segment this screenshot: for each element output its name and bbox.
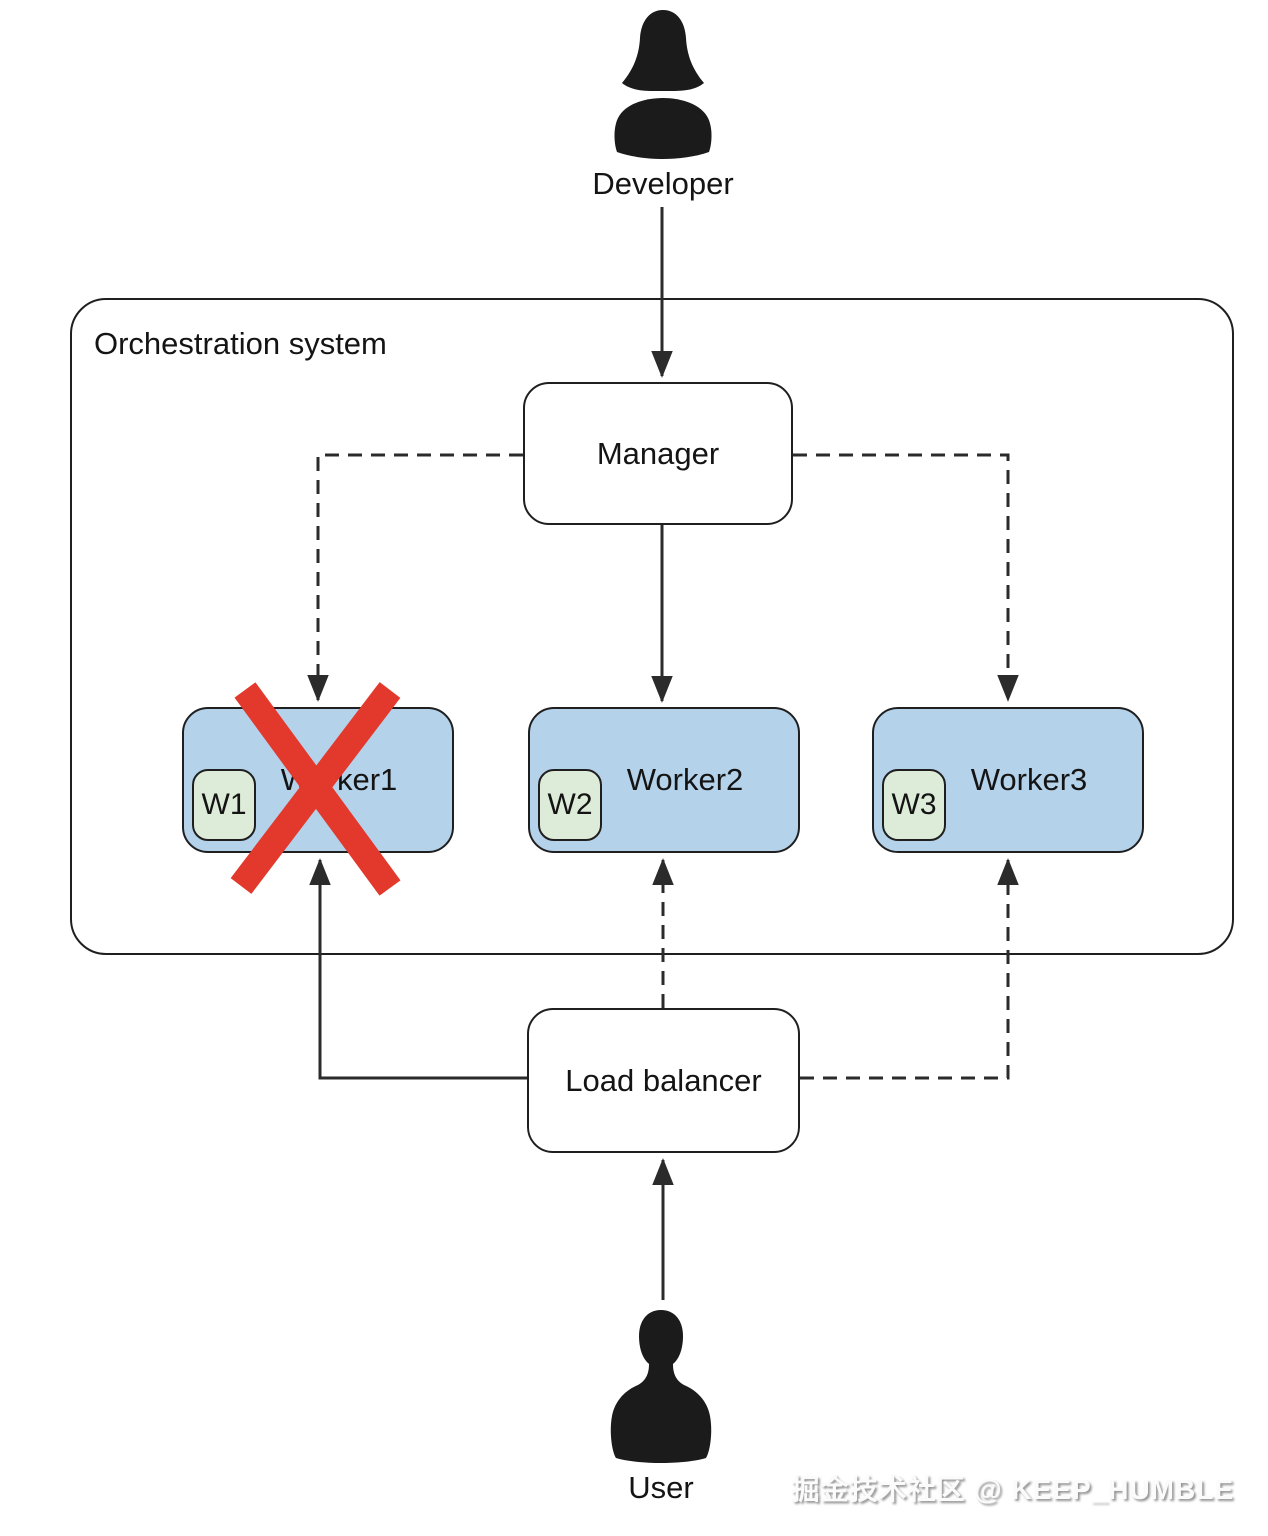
user-person-icon — [610, 1310, 712, 1463]
worker2-node: W2 Worker2 — [528, 707, 800, 853]
worker3-label: Worker3 — [970, 762, 1088, 798]
manager-node: Manager — [523, 382, 793, 525]
edge-loadbalancer-worker1 — [309, 858, 527, 1080]
load-balancer-node: Load balancer — [527, 1008, 800, 1153]
edge-manager-worker3 — [793, 453, 1019, 702]
edge-manager-worker1 — [307, 453, 523, 702]
watermark: 掘金技术社区 @ KEEP_HUMBLE — [791, 1474, 1234, 1505]
orchestration-system-container — [70, 298, 1234, 955]
orchestration-system-label: Orchestration system — [94, 326, 387, 361]
edge-loadbalancer-worker3 — [800, 858, 1019, 1080]
developer-label: Developer — [592, 166, 734, 201]
developer-person-icon — [614, 10, 712, 159]
worker1-badge: W1 — [192, 769, 256, 841]
load-balancer-label: Load balancer — [565, 1062, 762, 1098]
worker3-badge: W3 — [882, 769, 946, 841]
manager-label: Manager — [596, 435, 720, 471]
worker3-node: W3 Worker3 — [872, 707, 1144, 853]
worker2-badge: W2 — [538, 769, 602, 841]
user-label: User — [628, 1470, 694, 1505]
worker2-label: Worker2 — [626, 762, 744, 798]
